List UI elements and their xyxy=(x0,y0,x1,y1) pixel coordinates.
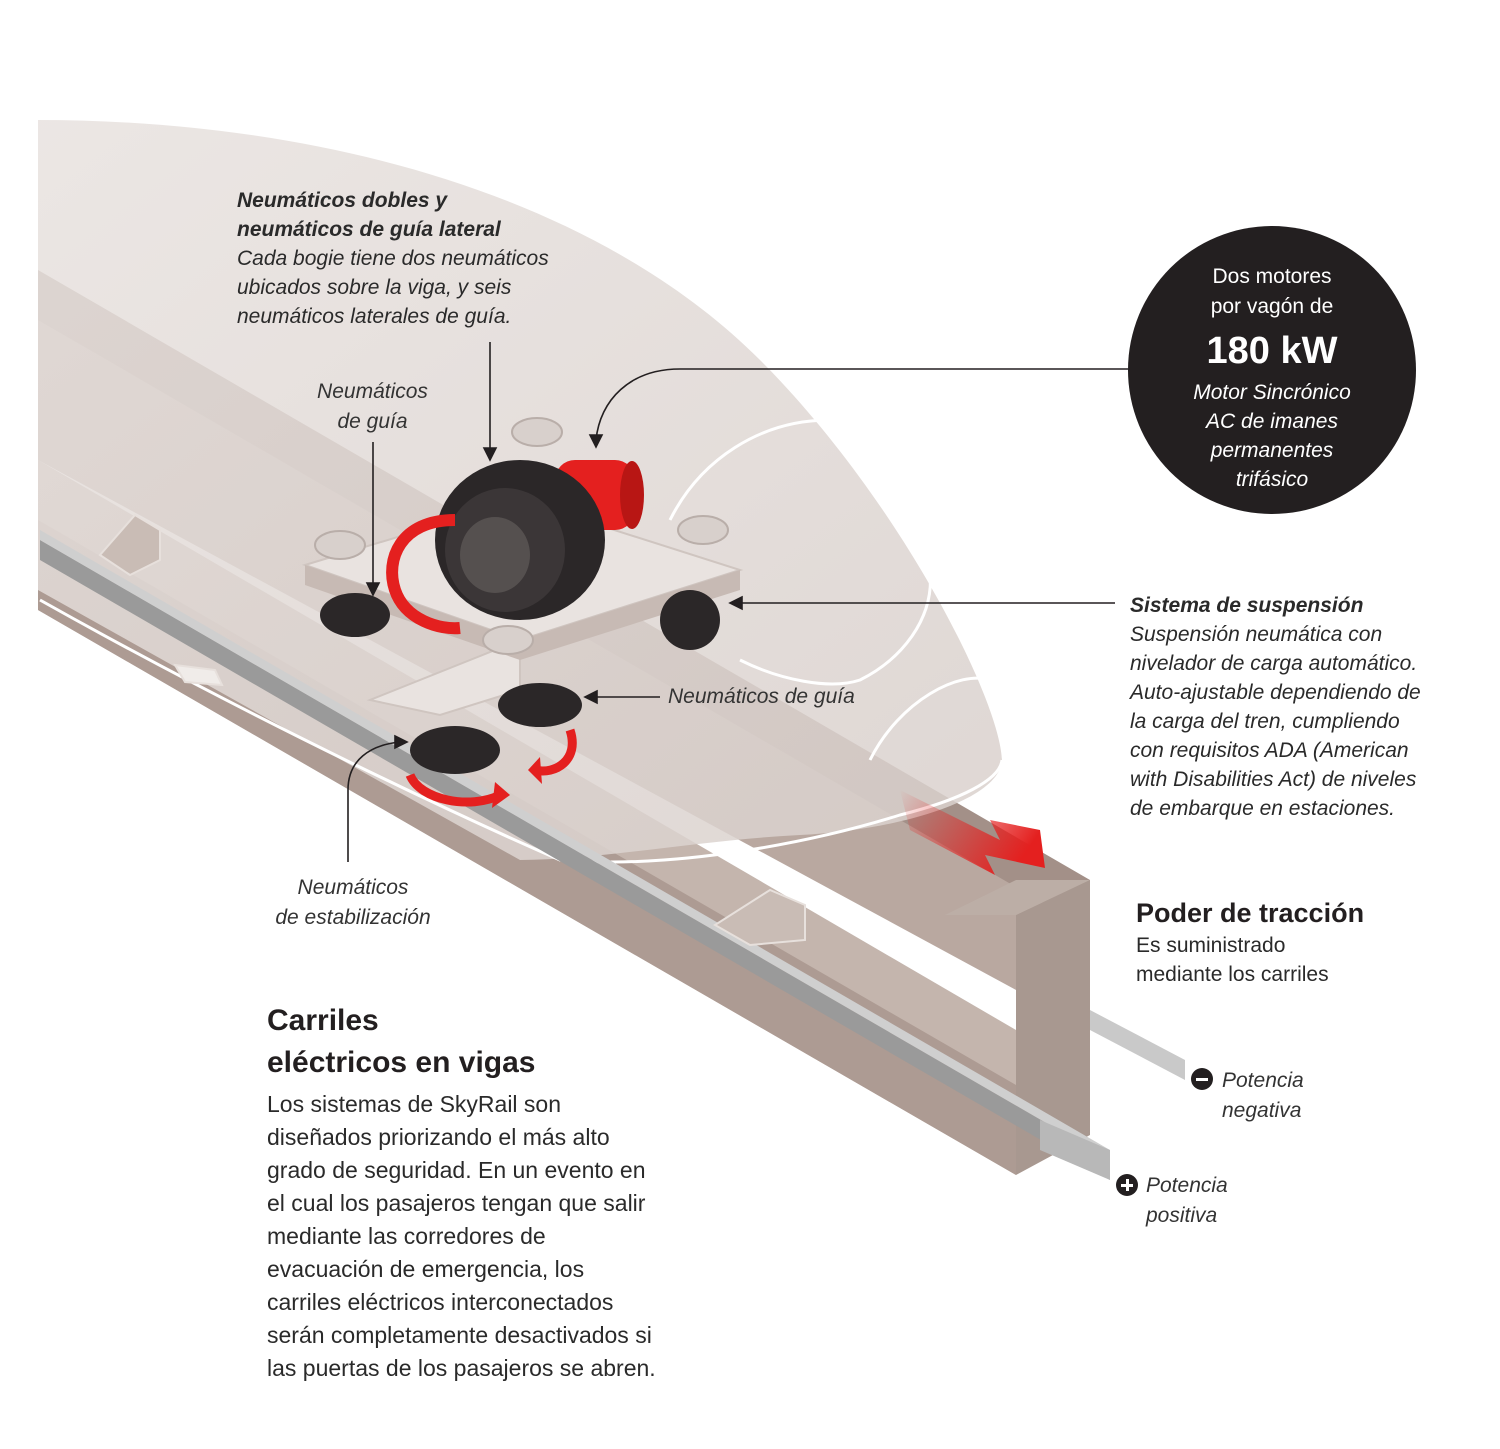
negative-power-label: Potencia negativa xyxy=(1222,1066,1304,1126)
suspension-title: Sistema de suspensión xyxy=(1130,594,1364,617)
rails-body-line: carriles eléctricos interconectados xyxy=(267,1289,614,1315)
suspension-line: la carga del tren, cumpliendo xyxy=(1130,710,1400,733)
tires-desc-line1: Cada bogie tiene dos neumáticos xyxy=(237,247,549,270)
suspension-line: with Disabilities Act) de niveles xyxy=(1130,768,1417,791)
traction-annotation: Poder de tracción Es suministrado median… xyxy=(1136,895,1364,989)
rails-body-line: diseñados priorizando el más alto xyxy=(267,1124,610,1150)
traction-title: Poder de tracción xyxy=(1136,898,1365,928)
suspension-line: Suspensión neumática con xyxy=(1130,623,1383,646)
suspension-line: Auto-ajustable dependiendo de xyxy=(1130,681,1421,704)
rails-section: Carriles eléctricos en vigas Los sistema… xyxy=(267,1000,747,1385)
rails-body-line: las puertas de los pasajeros se abren. xyxy=(267,1355,656,1381)
tires-annotation: Neumáticos dobles y neumáticos de guía l… xyxy=(237,186,549,331)
running-tires xyxy=(435,460,605,620)
motor-sub1: Motor Sincrónico xyxy=(1193,381,1351,404)
bogie xyxy=(301,417,744,808)
rails-title-line2: eléctricos en vigas xyxy=(267,1046,536,1079)
guide-tires-right-label: Neumáticos de guía xyxy=(668,685,855,708)
motor-line2: por vagón de xyxy=(1210,295,1334,318)
stabilization-label: Neumáticos de estabilización xyxy=(258,873,448,933)
rails-body-line: grado de seguridad. En un evento en xyxy=(267,1157,646,1183)
rotation-arrow xyxy=(386,514,461,635)
traction-line2: mediante los carriles xyxy=(1136,963,1329,986)
tires-title-line2: neumáticos de guía lateral xyxy=(237,218,501,241)
guide-tires-lower xyxy=(320,590,720,774)
guide-tires-top-label: Neumáticos de guía xyxy=(305,377,440,437)
guide-top-line2: de guía xyxy=(337,410,408,433)
guide-top-line1: Neumáticos xyxy=(317,380,428,403)
positive-power-label: Potencia positiva xyxy=(1146,1171,1228,1231)
motion-arrow xyxy=(900,790,1045,875)
traction-line1: Es suministrado xyxy=(1136,934,1286,957)
rails-title-line1: Carriles xyxy=(267,1004,379,1037)
motor-sub3: permanentes xyxy=(1210,439,1334,462)
stabilization-line2: de estabilización xyxy=(275,906,431,929)
power-rails xyxy=(40,530,1185,1180)
negative-terminal-icon xyxy=(1191,1068,1213,1090)
rails-body-line: mediante las corredores de xyxy=(267,1223,546,1249)
motor-sub4: trifásico xyxy=(1235,468,1309,491)
tires-desc-line2: ubicados sobre la viga, y seis xyxy=(237,276,512,299)
motor-sub2: AC de imanes xyxy=(1206,410,1338,433)
positive-line2: positiva xyxy=(1146,1204,1218,1227)
stabilization-line1: Neumáticos xyxy=(297,876,409,899)
motor-power: 180 kW xyxy=(1206,330,1338,372)
suspension-line: de embarque en estaciones. xyxy=(1130,797,1396,820)
rails-body-line: el cual los pasajeros tengan que salir xyxy=(267,1190,646,1216)
suspension-line: nivelador de carga automático. xyxy=(1130,652,1418,675)
guide-roller-top xyxy=(314,417,729,655)
tires-desc-line3: neumáticos laterales de guía. xyxy=(237,305,512,328)
motor-line1: Dos motores xyxy=(1212,265,1332,288)
negative-line2: negativa xyxy=(1222,1099,1302,1122)
leader-lines xyxy=(347,342,1128,862)
rail-bracket xyxy=(98,513,806,947)
rails-body-line: Los sistemas de SkyRail son xyxy=(267,1091,562,1117)
positive-terminal-icon xyxy=(1116,1174,1138,1196)
tires-title-line1: Neumáticos dobles y xyxy=(237,189,448,212)
positive-line1: Potencia xyxy=(1146,1174,1228,1197)
rails-body-line: evacuación de emergencia, los xyxy=(267,1256,585,1282)
suspension-line: con requisitos ADA (American xyxy=(1130,739,1409,762)
motor-info-circle: Dos motores por vagón de 180 kW Motor Si… xyxy=(1128,226,1416,514)
negative-line1: Potencia xyxy=(1222,1069,1304,1092)
suspension-annotation: Sistema de suspensión Suspensión neumáti… xyxy=(1130,591,1421,823)
car-outline xyxy=(39,598,1004,864)
rails-body-line: serán completamente desactivados si xyxy=(267,1322,652,1348)
